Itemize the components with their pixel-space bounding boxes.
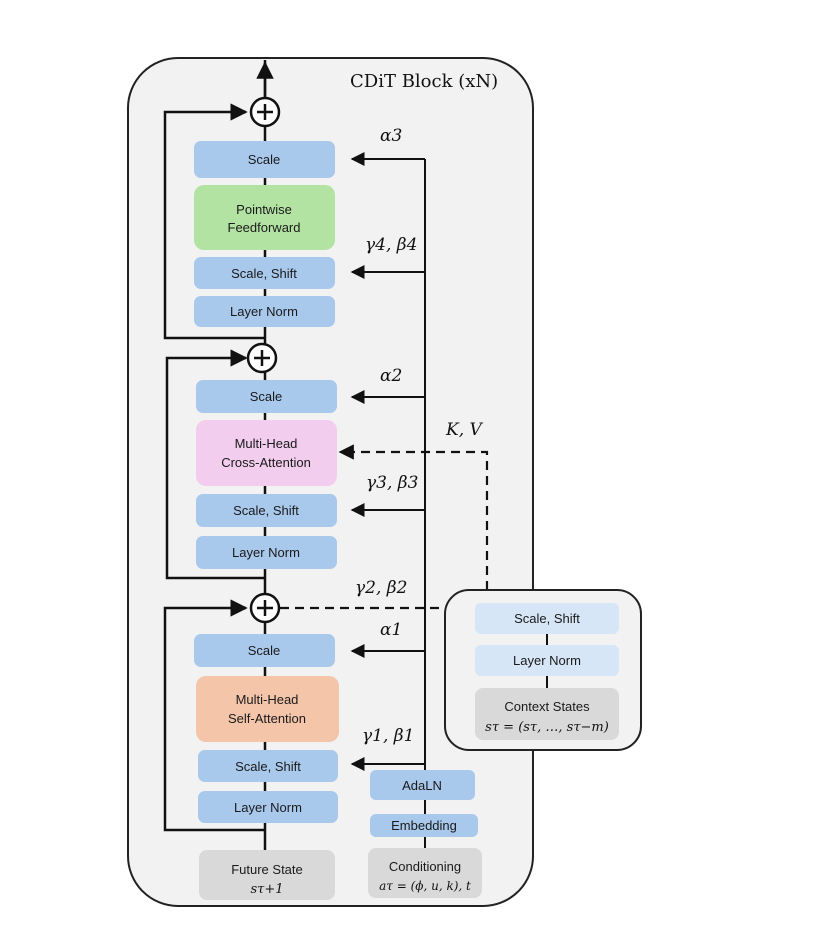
bottom-scale-shift-block: Scale, Shift bbox=[198, 750, 338, 782]
alpha3-label: α3 bbox=[380, 126, 402, 146]
svg-text:Multi-Head: Multi-Head bbox=[235, 436, 298, 451]
gamma2-beta2-label: γ2, β2 bbox=[355, 578, 407, 598]
gamma1-beta1-label: γ1, β1 bbox=[362, 726, 414, 746]
svg-text:Scale: Scale bbox=[248, 152, 281, 167]
bottom-layer-norm-block: Layer Norm bbox=[198, 791, 338, 823]
residual-add-mid bbox=[246, 342, 278, 374]
svg-text:Context States: Context States bbox=[504, 699, 590, 714]
gamma4-beta4-label: γ4, β4 bbox=[365, 235, 417, 255]
svg-text:Pointwise: Pointwise bbox=[236, 202, 292, 217]
svg-text:Layer Norm: Layer Norm bbox=[513, 653, 581, 668]
alpha1-label: α1 bbox=[380, 620, 402, 640]
svg-text:Layer Norm: Layer Norm bbox=[234, 800, 302, 815]
residual-add-top bbox=[249, 96, 281, 128]
residual-mid bbox=[165, 349, 265, 580]
embedding-block: Embedding bbox=[370, 814, 478, 837]
top-layer-norm-block: Layer Norm bbox=[194, 296, 335, 327]
self-attention-block: Multi-Head Self-Attention bbox=[196, 676, 339, 742]
svg-text:Embedding: Embedding bbox=[391, 818, 457, 833]
mid-scale-shift-block: Scale, Shift bbox=[196, 494, 337, 527]
kv-dashed-path bbox=[338, 444, 489, 590]
future-state-input: Future State sτ+1 bbox=[199, 850, 335, 900]
top-scale-shift-block: Scale, Shift bbox=[194, 257, 335, 289]
svg-text:Scale, Shift: Scale, Shift bbox=[514, 611, 580, 626]
residual-add-bottom bbox=[249, 592, 281, 624]
svg-text:Future State: Future State bbox=[231, 862, 303, 877]
svg-text:Self-Attention: Self-Attention bbox=[228, 711, 306, 726]
svg-text:Scale, Shift: Scale, Shift bbox=[233, 503, 299, 518]
alpha2-label: α2 bbox=[380, 366, 402, 386]
gamma3-beta3-label: γ3, β3 bbox=[366, 473, 418, 493]
svg-text:Feedforward: Feedforward bbox=[228, 220, 301, 235]
mid-layer-norm-block: Layer Norm bbox=[196, 536, 337, 569]
residual-top bbox=[163, 103, 265, 340]
svg-text:Layer Norm: Layer Norm bbox=[230, 304, 298, 319]
svg-text:Scale, Shift: Scale, Shift bbox=[231, 266, 297, 281]
context-layer-norm-block: Layer Norm bbox=[475, 645, 619, 676]
svg-text:aτ = (ϕ, u, k), t: aτ = (ϕ, u, k), t bbox=[379, 879, 471, 893]
svg-text:Scale: Scale bbox=[248, 643, 281, 658]
conditioning-input: Conditioning aτ = (ϕ, u, k), t bbox=[368, 848, 482, 898]
kv-label: K, V bbox=[445, 420, 484, 440]
svg-text:Scale: Scale bbox=[250, 389, 283, 404]
svg-text:sτ = (sτ, …, sτ−m): sτ = (sτ, …, sτ−m) bbox=[485, 720, 609, 735]
svg-text:Cross-Attention: Cross-Attention bbox=[221, 455, 311, 470]
mid-scale-block: Scale bbox=[196, 380, 337, 413]
svg-text:Conditioning: Conditioning bbox=[389, 859, 461, 874]
adaln-block: AdaLN bbox=[370, 770, 475, 800]
top-scale-block: Scale bbox=[194, 141, 335, 178]
block-title: CDiT Block (xN) bbox=[350, 71, 498, 92]
residual-bottom bbox=[163, 599, 265, 832]
svg-text:Scale, Shift: Scale, Shift bbox=[235, 759, 301, 774]
pointwise-feedforward-block: Pointwise Feedforward bbox=[194, 185, 335, 250]
context-states-input: Context States sτ = (sτ, …, sτ−m) bbox=[475, 688, 619, 740]
svg-text:Multi-Head: Multi-Head bbox=[236, 692, 299, 707]
bottom-scale-block: Scale bbox=[194, 634, 335, 667]
cross-attention-block: Multi-Head Cross-Attention bbox=[196, 420, 337, 486]
svg-text:sτ+1: sτ+1 bbox=[250, 882, 283, 897]
svg-text:AdaLN: AdaLN bbox=[402, 778, 442, 793]
svg-text:Layer Norm: Layer Norm bbox=[232, 545, 300, 560]
context-scale-shift-block: Scale, Shift bbox=[475, 603, 619, 634]
